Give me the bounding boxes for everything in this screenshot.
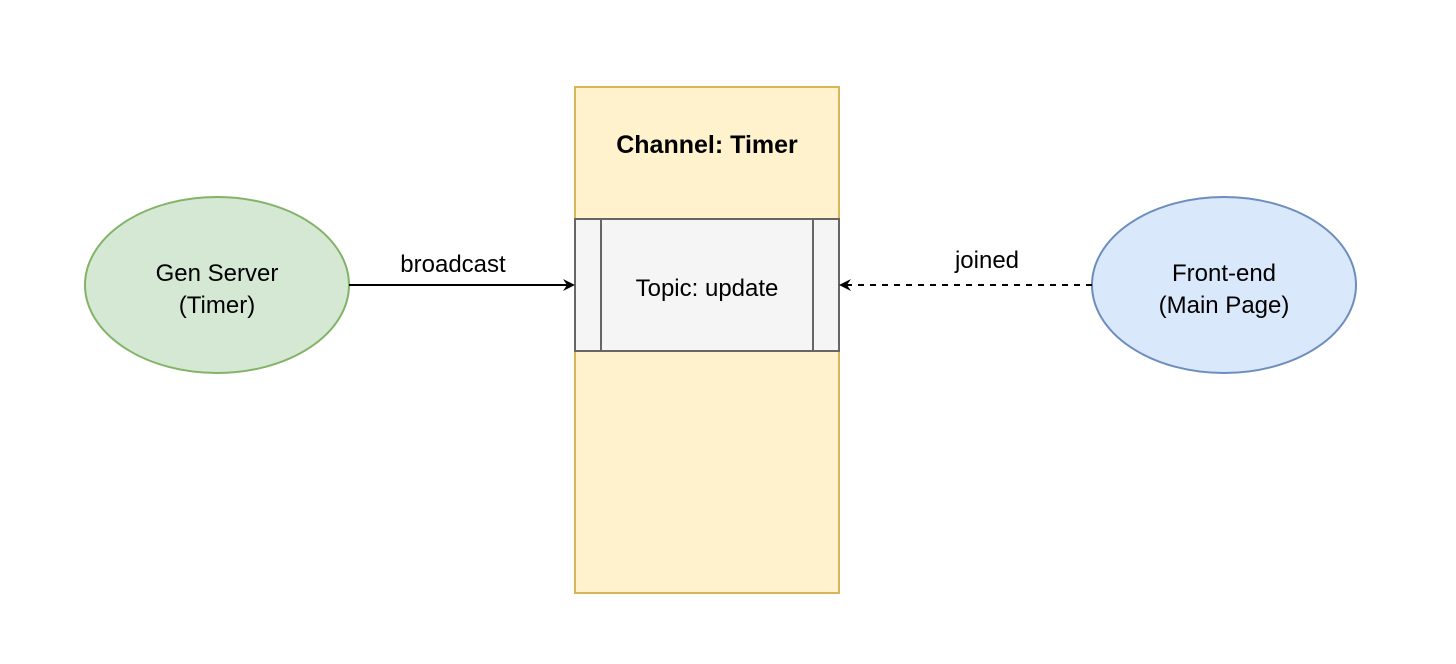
gen-server-node[interactable]: Gen Server (Timer) xyxy=(84,196,350,374)
topic-label: Topic: update xyxy=(636,275,779,302)
channel-title: Channel: Timer xyxy=(616,131,798,159)
joined-edge[interactable]: joined xyxy=(839,247,1092,291)
gen-server-label-line2: (Timer) xyxy=(179,292,255,319)
front-end-label-line2: (Main Page) xyxy=(1159,292,1290,319)
joined-label: joined xyxy=(954,247,1019,274)
topic-box[interactable]: Topic: update xyxy=(574,218,840,352)
gen-server-label-line1: Gen Server xyxy=(156,260,279,287)
topic-box-rect xyxy=(574,218,840,352)
broadcast-edge[interactable]: broadcast xyxy=(349,251,575,291)
front-end-label-line1: Front-end xyxy=(1172,260,1276,287)
broadcast-label: broadcast xyxy=(400,251,506,278)
front-end-node[interactable]: Front-end (Main Page) xyxy=(1091,196,1357,374)
